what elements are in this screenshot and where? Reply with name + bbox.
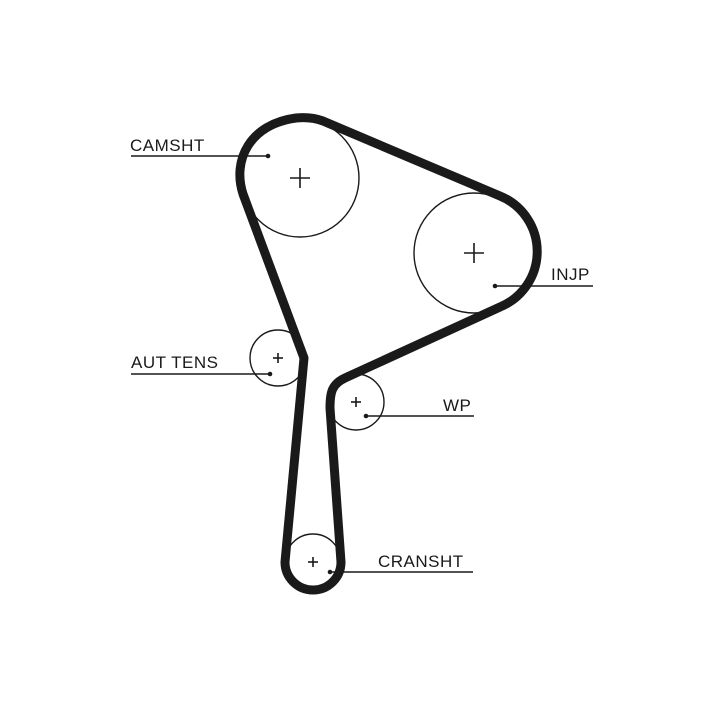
aut-tens-callout: AUT TENS <box>131 353 273 377</box>
wp-callout: WP <box>363 396 474 419</box>
injp-label: INJP <box>551 265 590 284</box>
aut-tens-label: AUT TENS <box>131 353 218 372</box>
timing-belt <box>235 113 542 595</box>
camsht-callout: CAMSHT <box>130 136 271 159</box>
camsht-label: CAMSHT <box>130 136 205 155</box>
cransht-label: CRANSHT <box>378 552 464 571</box>
injp-callout: INJP <box>492 265 593 289</box>
auto-tensioner-pulley <box>249 329 307 387</box>
wp-label: WP <box>443 396 471 415</box>
cransht-callout: CRANSHT <box>327 552 473 575</box>
